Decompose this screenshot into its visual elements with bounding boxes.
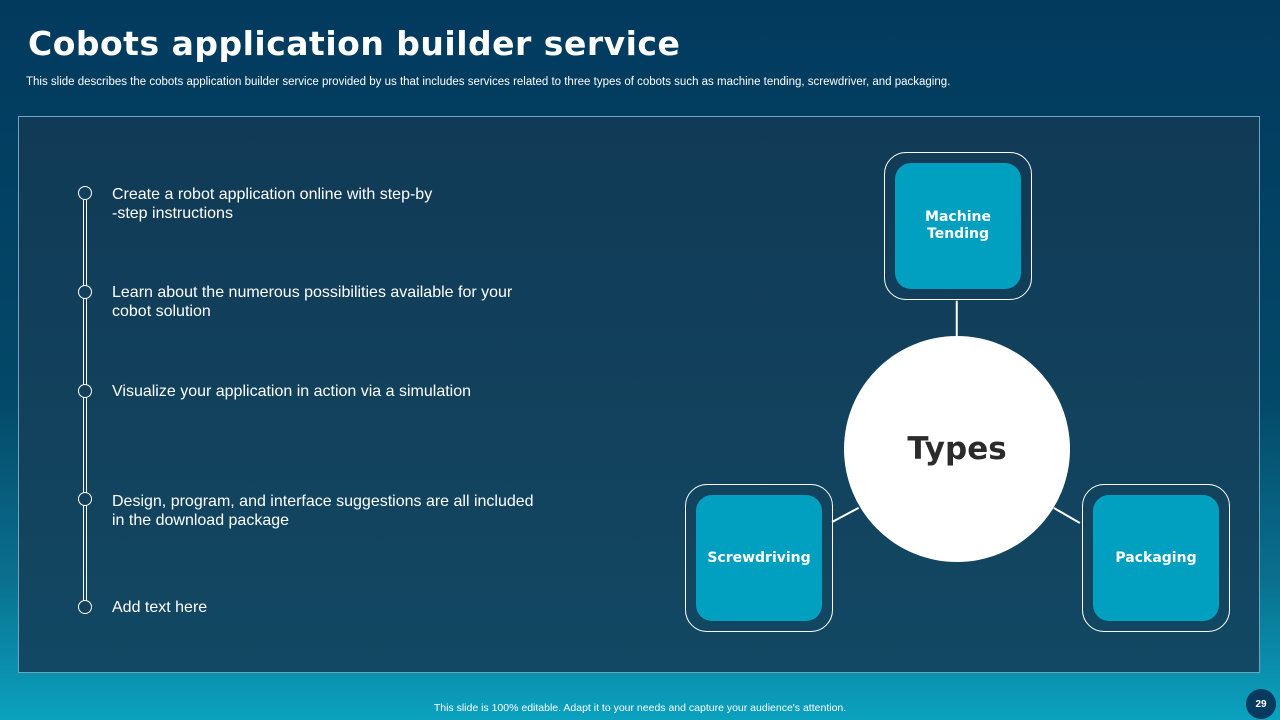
connector-top [956, 300, 958, 337]
type-box-screwdriving: Screwdriving [685, 484, 833, 632]
step-4-line-2: in the download package [112, 512, 290, 529]
footer-note: This slide is 100% editable. Adapt it to… [433, 702, 847, 714]
step-3-line-1: Visualize your application in action via… [112, 383, 472, 400]
timeline-dot [78, 600, 92, 614]
timeline-dot [78, 384, 92, 398]
step-1-text: Create a robot application online with s… [112, 185, 552, 223]
type-label-machine: Machine [925, 209, 991, 225]
timeline-dot [78, 186, 92, 200]
timeline-line [83, 200, 87, 602]
step-2-text: Learn about the numerous possibilities a… [112, 283, 552, 321]
step-3-text: Visualize your application in action via… [112, 382, 552, 401]
types-center-circle: Types [844, 336, 1070, 562]
step-1-line-1: Create a robot application online with s… [112, 186, 433, 203]
timeline-dot [78, 285, 92, 299]
type-box-machine-tending: Machine Tending [884, 152, 1032, 300]
type-label-packaging: Packaging [1115, 549, 1197, 566]
type-label-screwdriving: Screwdriving [707, 549, 811, 566]
type-box-packaging: Packaging [1082, 484, 1230, 632]
slide-title: Cobots application builder service [28, 24, 681, 63]
step-2-line-1: Learn about the numerous possibilities a… [112, 284, 513, 301]
step-4-line-1: Design, program, and interface suggestio… [112, 493, 534, 510]
slide-subtitle: This slide describes the cobots applicat… [26, 76, 951, 88]
step-4-text: Design, program, and interface suggestio… [112, 492, 552, 530]
page-number: 29 [1246, 689, 1276, 719]
step-1-line-2: -step instructions [112, 205, 233, 222]
step-5-text: Add text here [112, 598, 552, 617]
step-5-line-1: Add text here [112, 599, 208, 616]
step-2-line-2: cobot solution [112, 303, 211, 320]
timeline-dot [78, 492, 92, 506]
type-label-tending: Tending [927, 226, 989, 242]
